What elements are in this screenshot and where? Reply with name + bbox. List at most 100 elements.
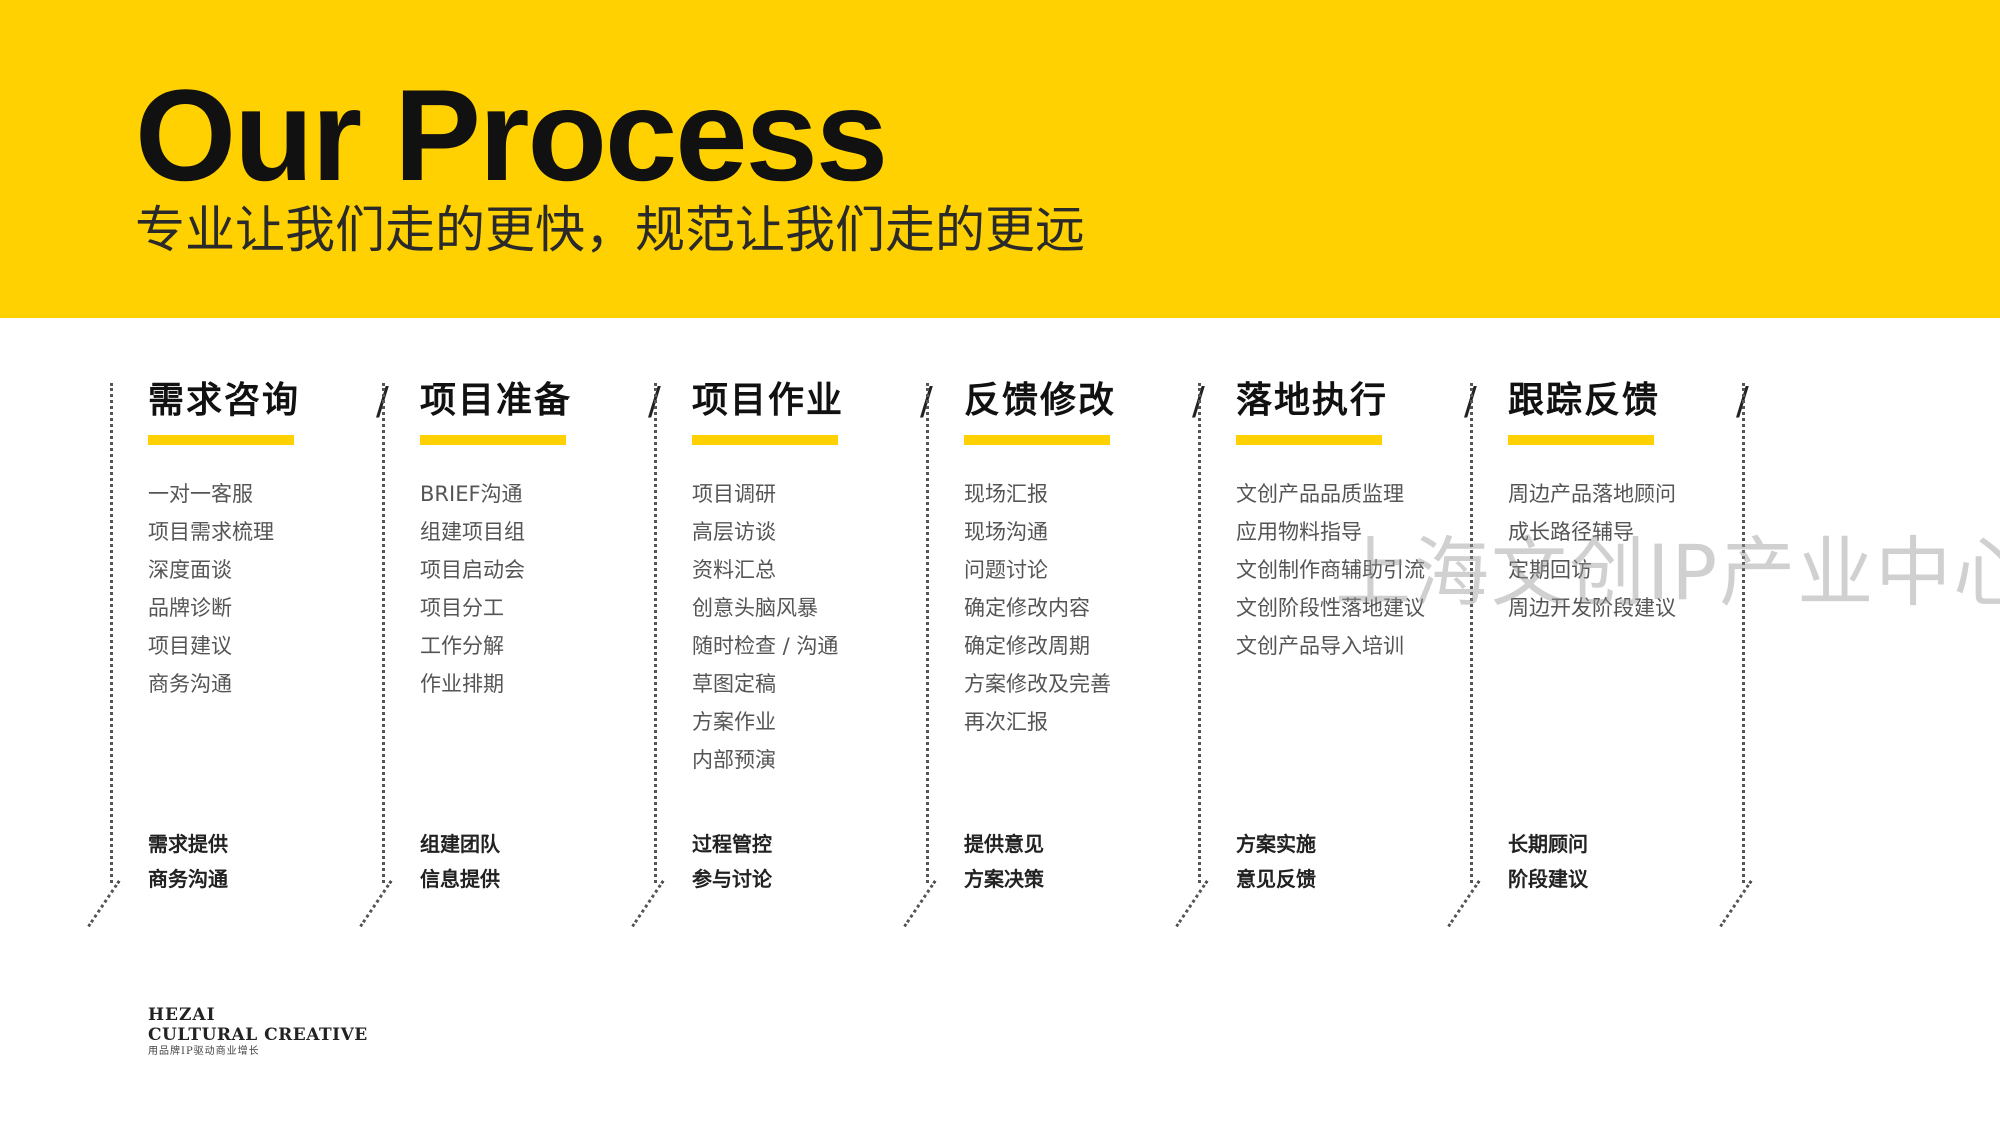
dotted-divider-diagonal bbox=[87, 880, 121, 928]
task-item: BRIEF沟通 bbox=[420, 482, 523, 506]
task-item: 内部预演 bbox=[692, 748, 776, 772]
step-title: 反馈修改 bbox=[964, 380, 1117, 421]
step-role-list: 过程管控 参与讨论 bbox=[692, 827, 772, 897]
step-header: 跟踪反馈 / bbox=[1508, 375, 1749, 445]
step-underline-bar bbox=[148, 435, 294, 445]
role-item: 阶段建议 bbox=[1508, 867, 1588, 891]
role-item: 方案决策 bbox=[964, 867, 1044, 891]
task-item: 再次汇报 bbox=[964, 710, 1048, 734]
task-item: 方案修改及完善 bbox=[964, 672, 1111, 696]
role-item: 长期顾问 bbox=[1508, 832, 1588, 856]
step-underline-bar bbox=[420, 435, 566, 445]
step-header: 项目准备 / bbox=[420, 375, 661, 445]
process-step-6: 跟踪反馈 / 周边产品落地顾问 成长路径辅导 定期回访 周边开发阶段建议 长期顾… bbox=[1447, 375, 1749, 955]
task-item: 创意头脑风暴 bbox=[692, 596, 818, 620]
task-item: 现场汇报 bbox=[964, 482, 1048, 506]
step-task-list: BRIEF沟通 组建项目组 项目启动会 项目分工 工作分解 作业排期 bbox=[420, 475, 525, 703]
step-role-list: 组建团队 信息提供 bbox=[420, 827, 500, 897]
step-underline-bar bbox=[1236, 435, 1382, 445]
step-header: 需求咨询 / bbox=[148, 375, 389, 445]
task-item: 高层访谈 bbox=[692, 520, 776, 544]
step-header: 落地执行 / bbox=[1236, 375, 1477, 445]
task-item: 文创产品导入培训 bbox=[1236, 634, 1404, 658]
step-title: 跟踪反馈 bbox=[1508, 380, 1661, 421]
task-item: 文创产品品质监理 bbox=[1236, 482, 1404, 506]
task-item: 一对一客服 bbox=[148, 482, 253, 506]
process-end-divider bbox=[1719, 375, 1772, 955]
task-item: 品牌诊断 bbox=[148, 596, 232, 620]
step-header: 项目作业 / bbox=[692, 375, 933, 445]
process-step-5: 落地执行 / 文创产品品质监理 应用物料指导 文创制作商辅助引流 文创阶段性落地… bbox=[1175, 375, 1477, 955]
step-title: 项目准备 bbox=[420, 380, 573, 421]
task-item: 确定修改周期 bbox=[964, 634, 1090, 658]
task-item: 深度面谈 bbox=[148, 558, 232, 582]
task-item: 项目启动会 bbox=[420, 558, 525, 582]
step-role-list: 提供意见 方案决策 bbox=[964, 827, 1044, 897]
role-item: 方案实施 bbox=[1236, 832, 1316, 856]
step-role-list: 长期顾问 阶段建议 bbox=[1508, 827, 1588, 897]
process-step-1: 需求咨询 / 一对一客服 项目需求梳理 深度面谈 品牌诊断 项目建议 商务沟通 … bbox=[87, 375, 389, 955]
step-role-list: 需求提供 商务沟通 bbox=[148, 827, 228, 897]
role-item: 商务沟通 bbox=[148, 867, 228, 891]
task-item: 商务沟通 bbox=[148, 672, 232, 696]
task-item: 周边开发阶段建议 bbox=[1508, 596, 1676, 620]
task-item: 确定修改内容 bbox=[964, 596, 1090, 620]
task-item: 项目分工 bbox=[420, 596, 504, 620]
task-item: 方案作业 bbox=[692, 710, 776, 734]
task-item: 现场沟通 bbox=[964, 520, 1048, 544]
company-logo: HEZAI CULTURAL CREATIVE 用品牌IP驱动商业增长 bbox=[148, 1005, 368, 1059]
task-item: 项目建议 bbox=[148, 634, 232, 658]
dotted-divider bbox=[1198, 383, 1201, 883]
task-item: 周边产品落地顾问 bbox=[1508, 482, 1676, 506]
task-item: 草图定稿 bbox=[692, 672, 776, 696]
role-item: 组建团队 bbox=[420, 832, 500, 856]
header-banner: Our Process 专业让我们走的更快，规范让我们走的更远 bbox=[0, 0, 2000, 318]
task-item: 文创制作商辅助引流 bbox=[1236, 558, 1425, 582]
task-item: 工作分解 bbox=[420, 634, 504, 658]
role-item: 提供意见 bbox=[964, 832, 1044, 856]
task-item: 文创阶段性落地建议 bbox=[1236, 596, 1425, 620]
task-item: 定期回访 bbox=[1508, 558, 1592, 582]
role-item: 过程管控 bbox=[692, 832, 772, 856]
watermark-text: 上海文创IP产业中心 bbox=[1335, 528, 2000, 617]
role-item: 需求提供 bbox=[148, 832, 228, 856]
process-step-4: 反馈修改 / 现场汇报 现场沟通 问题讨论 确定修改内容 确定修改周期 方案修改… bbox=[903, 375, 1205, 955]
step-header: 反馈修改 / bbox=[964, 375, 1205, 445]
page-title: Our Process bbox=[135, 62, 888, 208]
step-underline-bar bbox=[692, 435, 838, 445]
task-item: 成长路径辅导 bbox=[1508, 520, 1634, 544]
task-item: 随时检查 / 沟通 bbox=[692, 634, 839, 658]
page-subtitle: 专业让我们走的更快，规范让我们走的更远 bbox=[135, 201, 1085, 259]
role-item: 信息提供 bbox=[420, 867, 500, 891]
step-task-list: 现场汇报 现场沟通 问题讨论 确定修改内容 确定修改周期 方案修改及完善 再次汇… bbox=[964, 475, 1111, 741]
step-task-list: 文创产品品质监理 应用物料指导 文创制作商辅助引流 文创阶段性落地建议 文创产品… bbox=[1236, 475, 1425, 665]
dotted-divider bbox=[382, 383, 385, 883]
step-title: 需求咨询 bbox=[148, 380, 301, 421]
step-role-list: 方案实施 意见反馈 bbox=[1236, 827, 1316, 897]
role-item: 意见反馈 bbox=[1236, 867, 1316, 891]
step-task-list: 项目调研 高层访谈 资料汇总 创意头脑风暴 随时检查 / 沟通 草图定稿 方案作… bbox=[692, 475, 838, 779]
logo-tagline: 用品牌IP驱动商业增长 bbox=[148, 1046, 260, 1057]
process-step-2: 项目准备 / BRIEF沟通 组建项目组 项目启动会 项目分工 工作分解 作业排… bbox=[359, 375, 661, 955]
task-item: 作业排期 bbox=[420, 672, 504, 696]
task-item: 项目需求梳理 bbox=[148, 520, 274, 544]
process-step-3: 项目作业 / 项目调研 高层访谈 资料汇总 创意头脑风暴 随时检查 / 沟通 草… bbox=[631, 375, 933, 955]
step-underline-bar bbox=[964, 435, 1110, 445]
step-underline-bar bbox=[1508, 435, 1654, 445]
dotted-divider bbox=[654, 383, 657, 883]
step-title: 项目作业 bbox=[692, 380, 845, 421]
step-task-list: 周边产品落地顾问 成长路径辅导 定期回访 周边开发阶段建议 bbox=[1508, 475, 1676, 627]
task-item: 组建项目组 bbox=[420, 520, 525, 544]
dotted-divider bbox=[926, 383, 929, 883]
logo-line-2: CULTURAL CREATIVE bbox=[148, 1025, 368, 1045]
dotted-divider bbox=[110, 383, 113, 883]
role-item: 参与讨论 bbox=[692, 867, 772, 891]
step-task-list: 一对一客服 项目需求梳理 深度面谈 品牌诊断 项目建议 商务沟通 bbox=[148, 475, 274, 703]
logo-line-1: HEZAI bbox=[148, 1005, 216, 1025]
step-title: 落地执行 bbox=[1236, 380, 1389, 421]
dotted-divider bbox=[1470, 383, 1473, 883]
task-item: 资料汇总 bbox=[692, 558, 776, 582]
task-item: 项目调研 bbox=[692, 482, 776, 506]
task-item: 问题讨论 bbox=[964, 558, 1048, 582]
dotted-divider bbox=[1742, 383, 1745, 883]
